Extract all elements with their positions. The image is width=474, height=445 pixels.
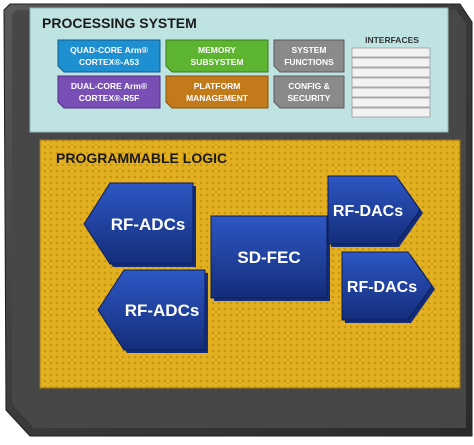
ps-block-config-security: CONFIG & SECURITY [273, 75, 345, 109]
rf-dac-top-label: RF-DACs [333, 203, 403, 220]
programmable-logic-title: PROGRAMMABLE LOGIC [56, 150, 227, 166]
rf-adc-block-top: RF-ADCs [83, 182, 196, 267]
ps-block-dual-core-line1: DUAL-CORE Arm® [71, 81, 148, 91]
rf-dac-block-top: RF-DACs [327, 175, 423, 247]
ps-block-quad-core-line2: CORTEX®-A53 [79, 57, 139, 67]
ps-block-platform-management: PLATFORM MANAGEMENT [165, 75, 269, 109]
sd-fec-block: SD-FEC [210, 215, 330, 301]
ps-block-quad-core-line1: QUAD-CORE Arm® [70, 45, 148, 55]
ps-block-memory: MEMORY SUBSYSTEM [165, 39, 269, 73]
rf-adc-block-bottom: RF-ADCs [97, 269, 208, 353]
processing-system-title: PROCESSING SYSTEM [42, 15, 197, 31]
sd-fec-label: SD-FEC [237, 248, 300, 267]
ps-block-system-functions-line1: SYSTEM [292, 45, 327, 55]
ps-block-config-security-line2: SECURITY [288, 93, 331, 103]
ps-block-platform-management-line1: PLATFORM [194, 81, 241, 91]
interfaces-label: INTERFACES [365, 35, 419, 45]
ps-block-dual-core: DUAL-CORE Arm® CORTEX®-R5F [57, 75, 161, 109]
rf-dac-block-bottom: RF-DACs [341, 251, 435, 323]
ps-block-system-functions: SYSTEM FUNCTIONS [273, 39, 345, 73]
rf-adc-bottom-label: RF-ADCs [125, 301, 200, 320]
ps-block-platform-management-line2: MANAGEMENT [186, 93, 249, 103]
ps-block-dual-core-line2: CORTEX®-R5F [79, 93, 140, 103]
ps-block-memory-line2: SUBSYSTEM [191, 57, 244, 67]
rf-dac-bottom-label: RF-DACs [347, 279, 417, 296]
ps-block-config-security-line1: CONFIG & [288, 81, 330, 91]
rf-adc-top-label: RF-ADCs [111, 215, 186, 234]
interfaces-stack [351, 47, 431, 118]
ps-block-system-functions-line2: FUNCTIONS [284, 57, 334, 67]
ps-block-memory-line1: MEMORY [198, 45, 236, 55]
ps-block-quad-core: QUAD-CORE Arm® CORTEX®-A53 [57, 39, 161, 73]
